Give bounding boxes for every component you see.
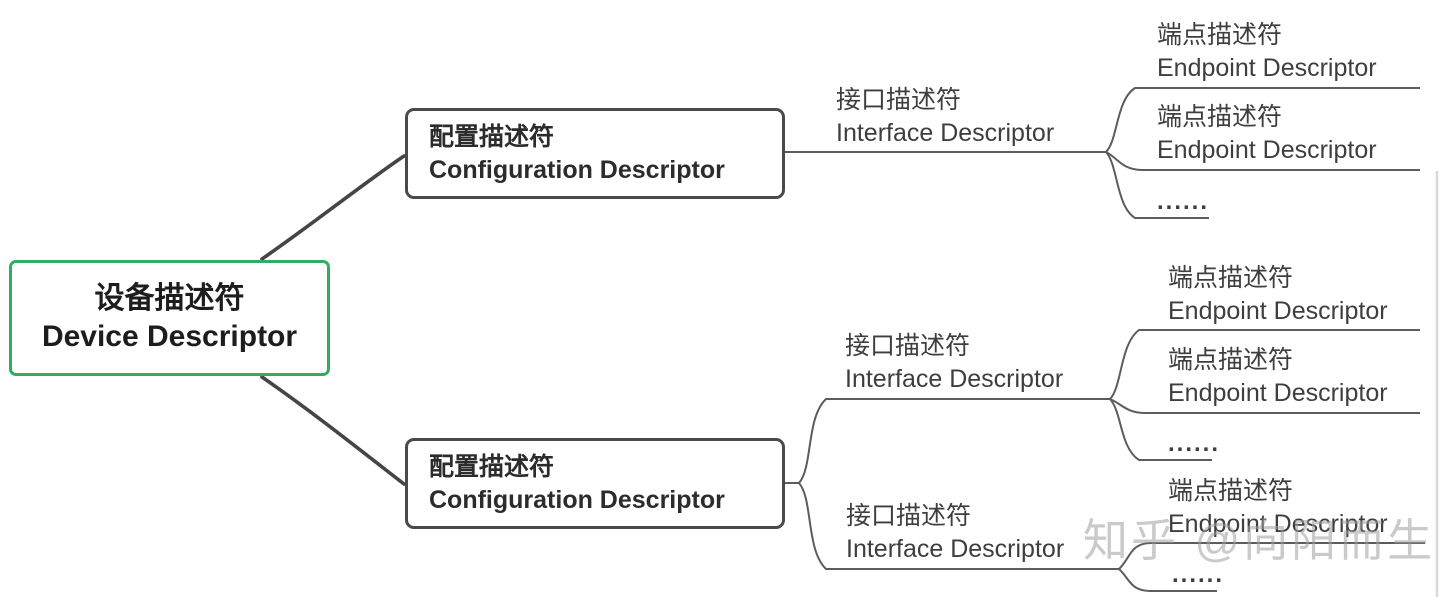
node-label-zh: 配置描述符 <box>429 452 555 481</box>
node-label-en: Endpoint Descriptor <box>1157 136 1377 164</box>
node-label-en: Configuration Descriptor <box>429 155 725 184</box>
node-label-zh: 设备描述符 <box>94 282 245 315</box>
node-endpoint-descriptor-2-1[interactable]: 端点描述符 Endpoint Descriptor <box>1168 262 1388 328</box>
node-endpoint-descriptor-1-1[interactable]: 端点描述符 Endpoint Descriptor <box>1157 19 1377 85</box>
node-label-en: Endpoint Descriptor <box>1157 54 1377 82</box>
branch-if1-endpoint2 <box>1105 151 1420 171</box>
node-interface-descriptor-1[interactable]: 接口描述符 Interface Descriptor <box>836 84 1054 150</box>
curve-root-to-config1 <box>260 154 406 261</box>
branch-if3-ellipsis <box>1118 568 1217 592</box>
node-label-en: Configuration Descriptor <box>429 485 725 514</box>
node-label-zh: 接口描述符 <box>846 502 972 530</box>
node-label-en: Endpoint Descriptor <box>1168 379 1388 407</box>
branch-config2-interface3 <box>798 482 1119 570</box>
node-label-zh: 配置描述符 <box>429 122 555 151</box>
node-interface-descriptor-3[interactable]: 接口描述符 Interface Descriptor <box>846 500 1064 566</box>
node-endpoint-descriptor-3-1[interactable]: 端点描述符 Endpoint Descriptor <box>1168 475 1388 541</box>
node-configuration-descriptor-1[interactable]: 配置描述符 Configuration Descriptor <box>405 108 785 199</box>
node-label-zh: 端点描述符 <box>1157 103 1283 131</box>
branch-if1-ellipsis <box>1105 151 1209 219</box>
node-interface-descriptor-2[interactable]: 接口描述符 Interface Descriptor <box>845 330 1063 396</box>
node-label-zh: 端点描述符 <box>1168 346 1294 374</box>
curve-root-to-config2 <box>260 375 406 486</box>
node-label-zh: 端点描述符 <box>1157 21 1283 49</box>
node-endpoint-descriptor-2-2[interactable]: 端点描述符 Endpoint Descriptor <box>1168 344 1388 410</box>
node-label-en: Endpoint Descriptor <box>1168 510 1388 538</box>
node-label-zh: 接口描述符 <box>845 332 971 360</box>
node-label-zh: 接口描述符 <box>836 86 962 114</box>
node-configuration-descriptor-2[interactable]: 配置描述符 Configuration Descriptor <box>405 438 785 529</box>
branch-if1-endpoint1 <box>1105 87 1420 153</box>
node-ellipsis-2[interactable]: ...... <box>1168 430 1221 457</box>
branch-if3-endpoint1 <box>1118 542 1425 570</box>
node-label-en: Interface Descriptor <box>846 535 1065 563</box>
node-label-en: Endpoint Descriptor <box>1168 297 1388 325</box>
node-ellipsis-1[interactable]: ...... <box>1157 188 1210 215</box>
node-label-en: Interface Descriptor <box>845 365 1064 393</box>
branch-if2-ellipsis <box>1109 398 1212 461</box>
node-ellipsis-3[interactable]: ...... <box>1172 561 1225 588</box>
node-label-en: Interface Descriptor <box>836 119 1055 147</box>
branch-config2-interface2 <box>784 398 1110 484</box>
node-label-en: Device Descriptor <box>41 320 298 353</box>
node-device-descriptor[interactable]: 设备描述符 Device Descriptor <box>9 260 330 376</box>
branch-if2-endpoint2 <box>1109 398 1420 414</box>
node-label-zh: 端点描述符 <box>1168 477 1294 505</box>
node-endpoint-descriptor-1-2[interactable]: 端点描述符 Endpoint Descriptor <box>1157 101 1377 167</box>
node-label-zh: 端点描述符 <box>1168 264 1294 292</box>
branch-if2-endpoint1 <box>1109 329 1420 400</box>
